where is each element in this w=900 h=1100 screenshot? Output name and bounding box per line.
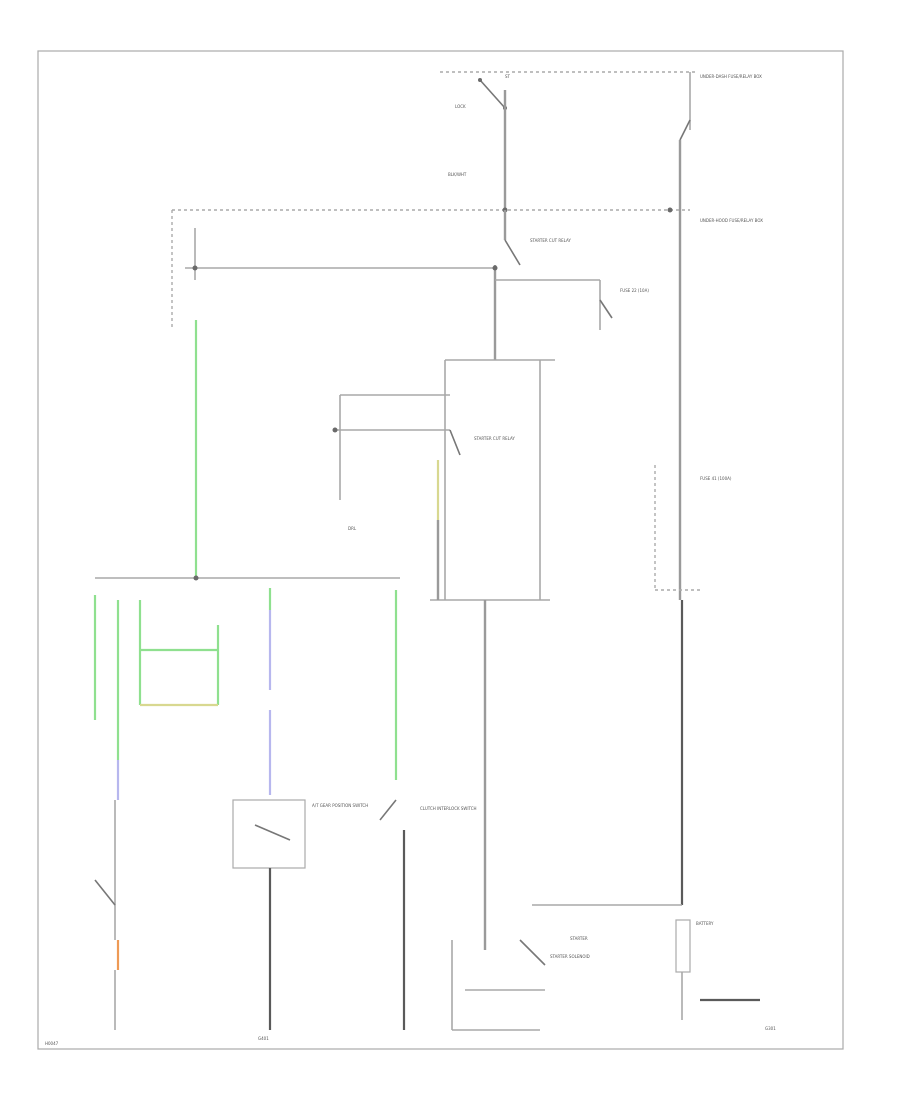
label-neutral-switch: A/T GEAR POSITION SWITCH	[312, 803, 368, 808]
label-ground-g301: G301	[765, 1026, 776, 1031]
starter-switch	[519, 939, 546, 966]
label-clutch-interlock: CLUTCH INTERLOCK SWITCH	[420, 806, 477, 811]
label-under-hood-box: UNDER-HOOD FUSE/RELAY BOX	[700, 218, 763, 223]
battery-icon	[675, 919, 691, 973]
fuse-switch	[599, 299, 613, 319]
label-ign-lock: LOCK	[455, 104, 466, 109]
clutch-switch	[379, 799, 397, 821]
relay-switch-1	[504, 239, 521, 266]
label-starter-cut-relay-2: STARTER CUT RELAY	[474, 436, 515, 441]
label-ground-g401: G401	[258, 1036, 269, 1041]
label-drl: DRL	[348, 526, 357, 531]
label-starter: STARTER	[570, 936, 588, 941]
ign-switch-arm	[479, 79, 506, 109]
label-footer: H0047	[45, 1041, 59, 1046]
label-ign-st: ST	[505, 74, 511, 79]
coil-switch	[449, 429, 461, 456]
label-main-fuse: FUSE 41 (100A)	[700, 476, 732, 481]
label-starter-solenoid: STARTER SOLENOID	[550, 954, 590, 959]
trans-switch-arm	[254, 824, 291, 841]
main-fuse-switch	[679, 119, 691, 141]
label-starter-cut-relay: STARTER CUT RELAY	[530, 238, 571, 243]
label-under-dash-box: UNDER-DASH FUSE/RELAY BOX	[700, 74, 762, 79]
diagram-frame	[37, 50, 844, 1050]
label-battery: BATTERY	[696, 921, 714, 926]
left-switch	[94, 879, 116, 906]
label-fuse-22: FUSE 22 (10A)	[620, 288, 649, 293]
trans-range-switch	[232, 799, 306, 869]
label-batt-wire: BLK/WHT	[448, 172, 467, 177]
